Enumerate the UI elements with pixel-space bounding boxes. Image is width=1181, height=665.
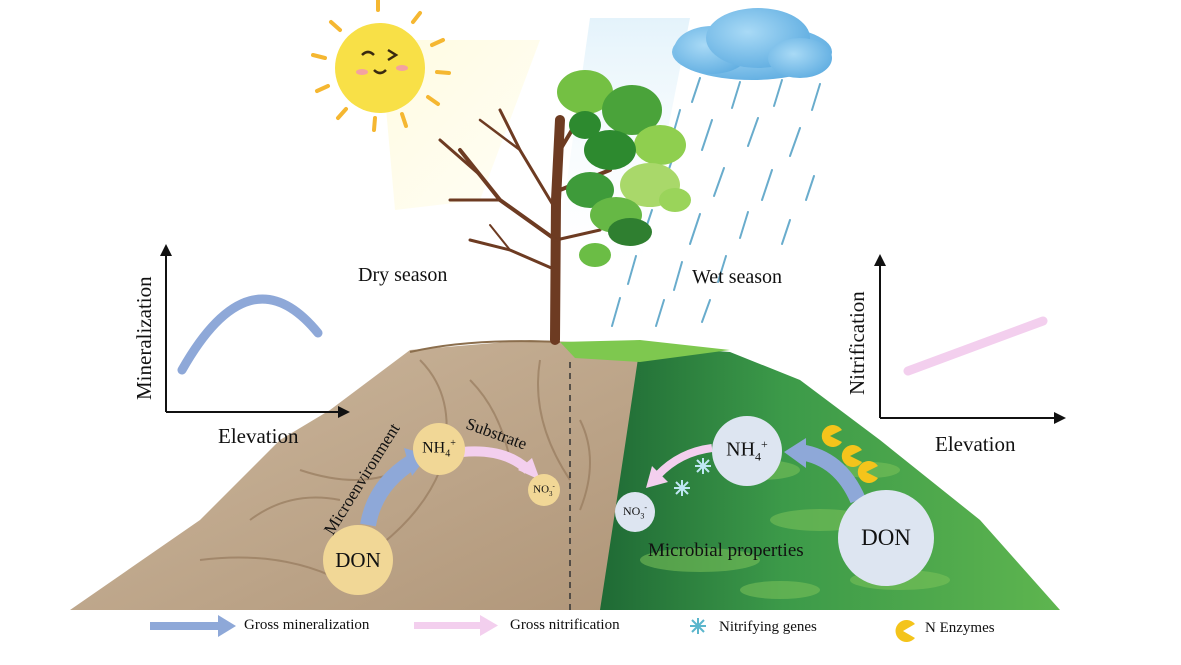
legend-n-enzymes-icon (895, 620, 915, 643)
left-graph-xlabel: Elevation (218, 424, 299, 448)
nitrifying-genes-icon (674, 458, 711, 496)
dry-no3-node: NO3- (528, 474, 560, 506)
n-enzymes-icon (821, 425, 878, 484)
legend-gross-nitrification: Gross nitrification (510, 617, 620, 633)
legend-nitrifying-genes-icon (690, 618, 706, 634)
dry-don-label: DON (335, 547, 381, 572)
dry-soil-slope (70, 340, 640, 610)
wet-no3-node: NO3- (615, 492, 655, 532)
dry-nitrification-arrow (461, 446, 540, 480)
tree-icon (438, 70, 691, 345)
wet-don-node: DON (838, 490, 934, 586)
microbial-properties-label: Microbial properties (648, 540, 804, 561)
dry-season-label: Dry season (358, 264, 448, 286)
legend-nitrifying-genes: Nitrifying genes (719, 619, 817, 635)
legend-n-enzymes: N Enzymes (925, 620, 995, 636)
left-graph-axes (160, 244, 350, 418)
tree-foliage (557, 70, 691, 267)
dry-no3-label: NO3- (533, 482, 555, 498)
cracked-top (409, 340, 561, 353)
mineralization-curve (177, 294, 323, 375)
wet-season-label: Wet season (692, 266, 783, 288)
wet-grass-slope (600, 345, 1060, 610)
wet-no3-label: NO3- (622, 503, 647, 521)
right-graph-xlabel: Elevation (935, 432, 1016, 456)
legend-gross-nitrification-arrow (414, 615, 498, 636)
nitrification-line (903, 316, 1048, 376)
sun-icon (311, 0, 451, 132)
right-graph-ylabel: Nitrification (845, 291, 869, 395)
wet-don-label: DON (861, 525, 911, 550)
dry-nh4-node: NH4+ (413, 423, 465, 475)
grass-top (560, 340, 730, 362)
wet-mineralization-arrow (784, 438, 866, 504)
wet-nh4-node: NH4+ (712, 416, 782, 486)
dry-nh4-label: NH4+ (422, 438, 456, 460)
wet-nh4-label: NH4+ (726, 437, 768, 464)
left-graph-ylabel: Mineralization (132, 276, 156, 400)
legend-gross-mineralization-arrow (150, 615, 236, 637)
dry-don-node: DON (323, 525, 393, 595)
right-graph-axes (874, 254, 1066, 424)
legend-gross-mineralization: Gross mineralization (244, 617, 370, 633)
wet-nitrification-arrow (646, 444, 713, 488)
rain-cloud-icon (672, 8, 832, 80)
